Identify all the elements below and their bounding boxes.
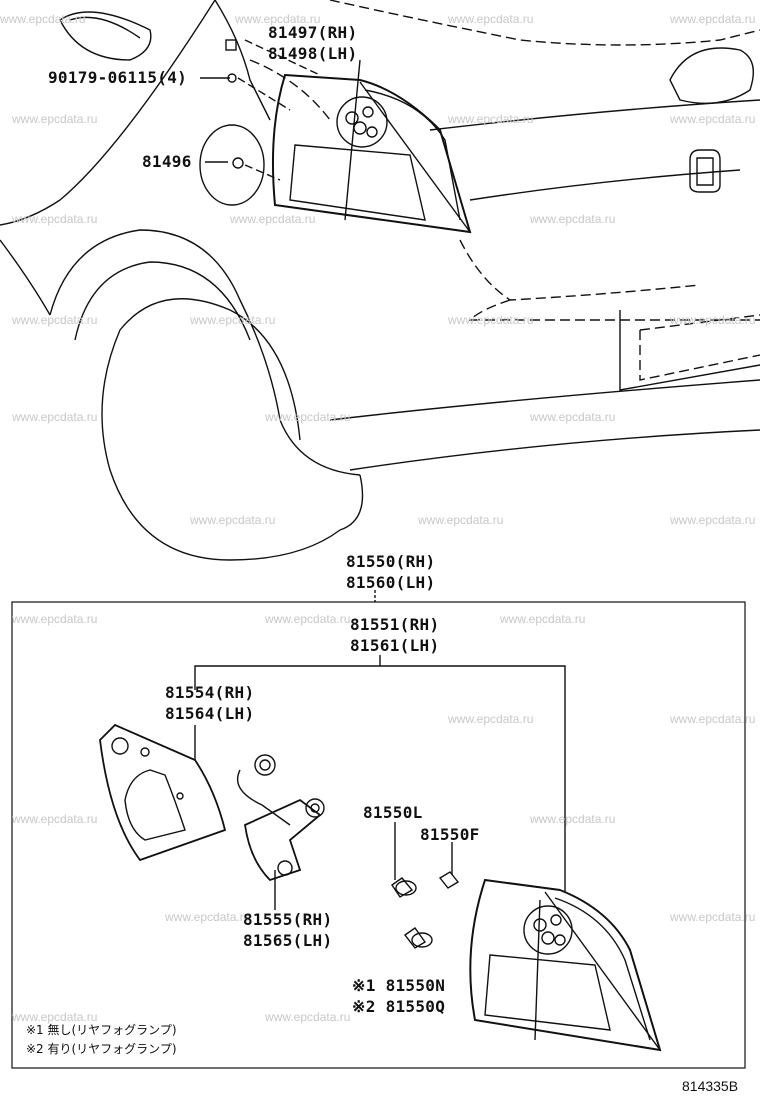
part-label-81564: 81564(LH)	[165, 704, 255, 723]
watermark: www.epcdata.ru	[530, 812, 616, 826]
part-label-90179: 90179-06115(4)	[48, 68, 188, 87]
watermark: www.epcdata.ru	[12, 112, 98, 126]
part-label-81498: 81498(LH)	[268, 44, 358, 63]
tail-lamp-upper	[272, 73, 472, 234]
socket-wire	[236, 754, 325, 882]
watermark: www.epcdata.ru	[670, 712, 756, 726]
watermark: www.epcdata.ru	[265, 1010, 351, 1024]
watermark: www.epcdata.ru	[448, 712, 534, 726]
part-label-81550f: 81550F	[420, 825, 480, 844]
part-label-81560: 81560(LH)	[346, 573, 436, 592]
assembly-box	[11, 601, 746, 1069]
watermark: www.epcdata.ru	[12, 812, 98, 826]
watermark: www.epcdata.ru	[670, 313, 756, 327]
diagram-code: 814335B	[682, 1078, 739, 1094]
watermark: www.epcdata.ru	[12, 1010, 98, 1024]
car-body	[0, 0, 760, 561]
watermark: www.epcdata.ru	[670, 910, 756, 924]
tail-lamp-lower	[469, 878, 662, 1052]
watermark: www.epcdata.ru	[265, 612, 351, 626]
bulbs	[391, 871, 460, 949]
watermark: www.epcdata.ru	[500, 612, 586, 626]
footnote-1: ※1 無し(リヤフォグランプ)	[26, 1023, 177, 1037]
part-label-81551: 81551(RH)	[350, 615, 440, 634]
watermark: www.epcdata.ru	[12, 313, 98, 327]
watermark: www.epcdata.ru	[230, 212, 316, 226]
part-label-81550n: ※1 81550N	[352, 976, 446, 995]
part-label-81554: 81554(RH)	[165, 683, 255, 702]
watermark: www.epcdata.ru	[12, 612, 98, 626]
watermark: www.epcdata.ru	[670, 112, 756, 126]
footnote-2: ※2 有り(リヤフォグランプ)	[26, 1042, 177, 1056]
watermark: www.epcdata.ru	[190, 513, 276, 527]
part-label-81565: 81565(LH)	[243, 931, 333, 950]
watermark: www.epcdata.ru	[190, 313, 276, 327]
watermark: www.epcdata.ru	[265, 410, 351, 424]
part-label-81550: 81550(RH)	[346, 552, 436, 571]
watermark: www.epcdata.ru	[448, 12, 534, 26]
part-label-81561: 81561(LH)	[350, 636, 440, 655]
watermark: www.epcdata.ru	[670, 12, 756, 26]
part-label-81550l: 81550L	[363, 803, 423, 822]
fuel-lid	[199, 124, 265, 206]
part-label-81497: 81497(RH)	[268, 23, 358, 42]
gasket	[99, 723, 227, 862]
watermark: www.epcdata.ru	[670, 513, 756, 527]
watermark: www.epcdata.ru	[530, 410, 616, 424]
watermark: www.epcdata.ru	[0, 12, 86, 26]
watermark: www.epcdata.ru	[12, 410, 98, 424]
part-label-81496: 81496	[142, 152, 192, 171]
watermark: www.epcdata.ru	[448, 112, 534, 126]
part-label-81550q: ※2 81550Q	[352, 997, 446, 1016]
watermark: www.epcdata.ru	[418, 513, 504, 527]
watermark: www.epcdata.ru	[448, 313, 534, 327]
watermark: www.epcdata.ru	[12, 212, 98, 226]
part-label-81555: 81555(RH)	[243, 910, 333, 929]
watermark: www.epcdata.ru	[235, 12, 321, 26]
watermark: www.epcdata.ru	[530, 212, 616, 226]
watermark: www.epcdata.ru	[165, 910, 251, 924]
